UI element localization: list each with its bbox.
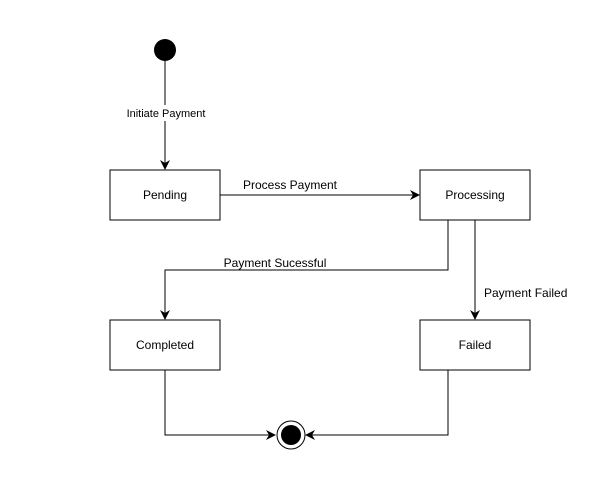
initial-state-node: [154, 39, 176, 61]
state-processing-box: [419, 169, 531, 221]
transition-initiate-label: Initiate Payment: [127, 108, 206, 120]
state-failed-label: Failed: [459, 338, 492, 352]
state-completed-box: [109, 319, 221, 371]
transition-success-arrow: [160, 220, 449, 320]
state-failed[interactable]: Failed: [419, 319, 531, 371]
transition-process-label: Process Payment: [243, 178, 338, 192]
state-pending[interactable]: Pending: [109, 169, 221, 221]
transition-completed-final-arrow: [164, 370, 276, 440]
transition-failed-final-arrow: [305, 370, 449, 440]
state-processing-label: Processing: [445, 188, 504, 202]
state-pending-label: Pending: [143, 188, 187, 202]
transition-failed-label: Payment Failed: [484, 286, 567, 300]
final-state-inner-dot: [281, 425, 301, 445]
transition-initiate-label-bg: [123, 105, 207, 121]
final-state-node: [276, 420, 306, 450]
state-processing[interactable]: Processing: [419, 169, 531, 221]
state-completed[interactable]: Completed: [109, 319, 221, 371]
state-completed-label: Completed: [136, 338, 194, 352]
state-pending-box: [109, 169, 221, 221]
state-failed-box: [419, 319, 531, 371]
transition-success-label: Payment Sucessful: [224, 256, 327, 270]
